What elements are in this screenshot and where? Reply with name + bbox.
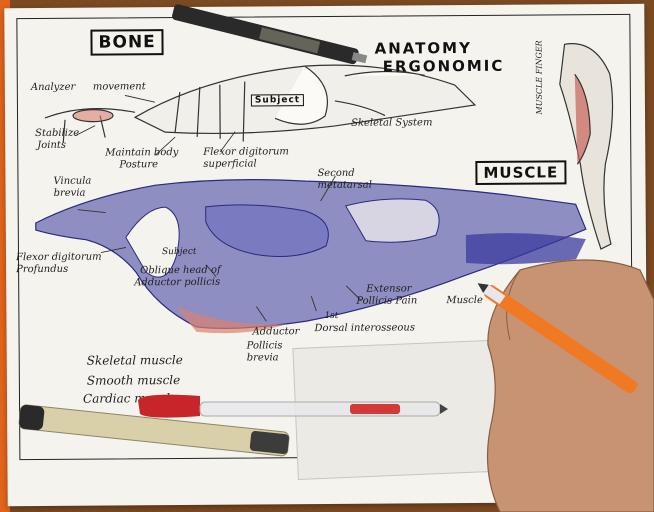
red-gel-pen [138, 395, 448, 418]
black-fineliner-top [171, 4, 368, 68]
